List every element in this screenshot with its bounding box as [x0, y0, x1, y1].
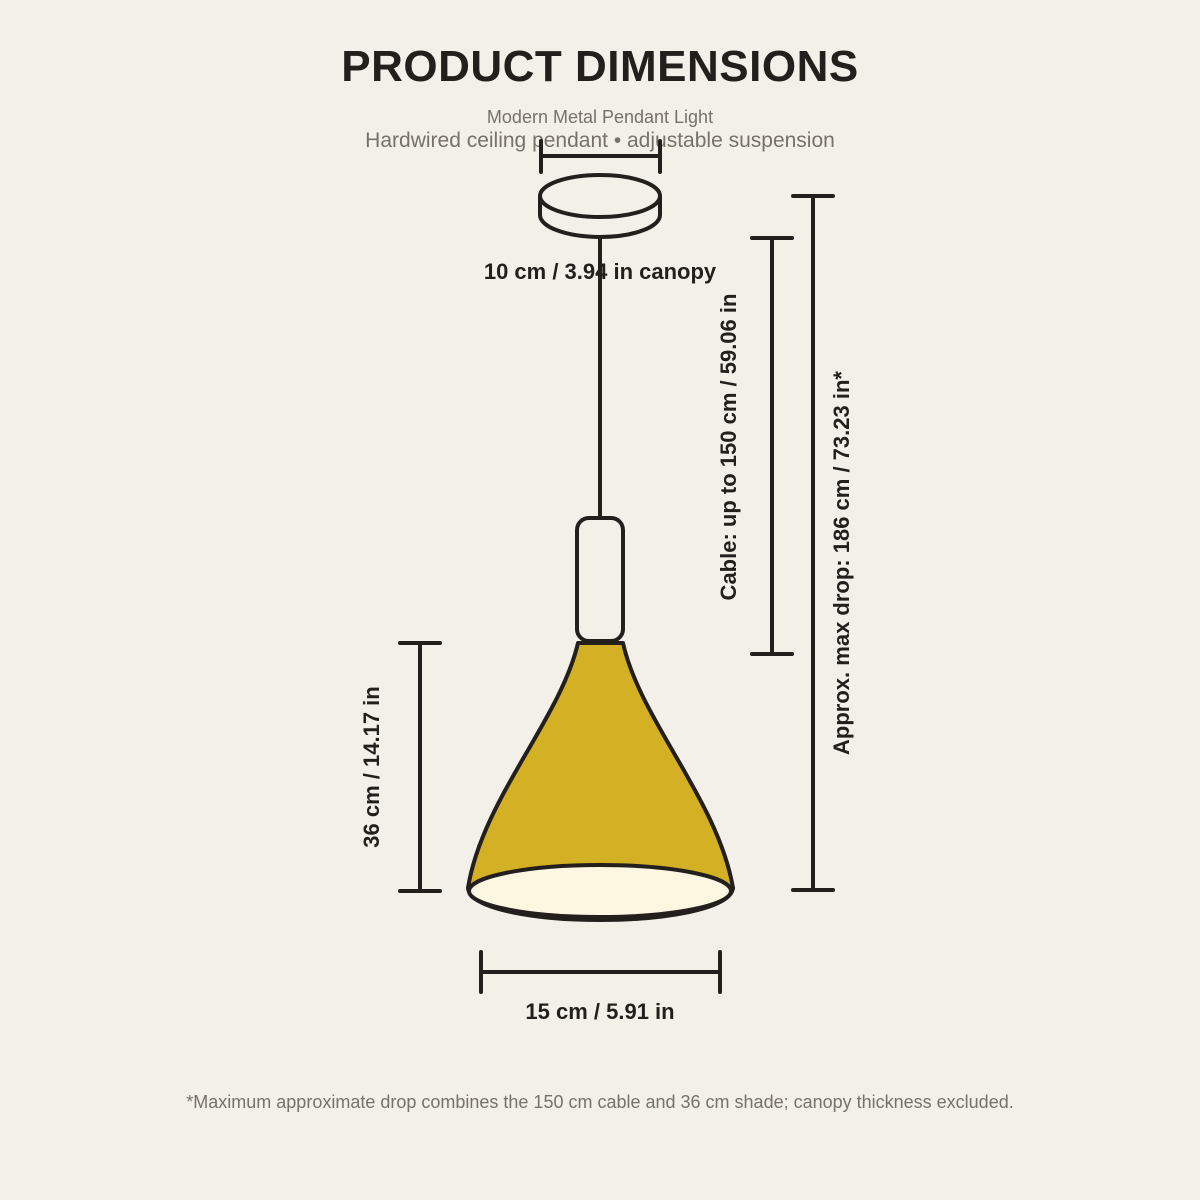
cable-length-label: Cable: up to 150 cm / 59.06 in [716, 294, 741, 601]
page-title: PRODUCT DIMENSIONS [341, 42, 859, 91]
shade-height-marker [398, 641, 442, 893]
shade-width-marker [479, 950, 722, 994]
shade-height-label: 36 cm / 14.17 in [359, 686, 384, 847]
shade-opening [467, 863, 733, 919]
cable-length-marker [750, 236, 794, 656]
product-description: Hardwired ceiling pendant • adjustable s… [365, 129, 835, 152]
ceiling-canopy [538, 173, 662, 239]
canopy-width-marker [539, 139, 662, 174]
footnote: *Maximum approximate drop combines the 1… [186, 1092, 1014, 1112]
max-drop-label: Approx. max drop: 186 cm / 73.23 in* [829, 371, 854, 755]
max-drop-marker [791, 194, 835, 892]
canopy-width-label: 10 cm / 3.94 in canopy [484, 259, 717, 284]
lamp-shade [466, 641, 735, 890]
product-name: Modern Metal Pendant Light [486, 107, 714, 127]
lamp-socket [575, 516, 625, 643]
shade-width-label: 15 cm / 5.91 in [525, 999, 674, 1024]
